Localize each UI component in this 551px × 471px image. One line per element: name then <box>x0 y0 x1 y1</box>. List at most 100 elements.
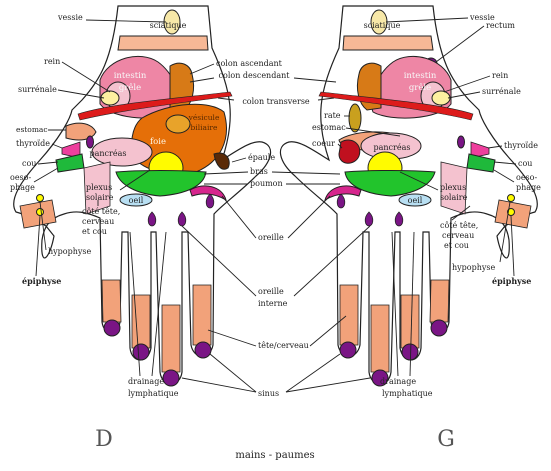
label-oeso_l2: phage <box>516 183 541 192</box>
label-oeil_r: oeil <box>129 196 144 205</box>
right-gallbladder-zone <box>165 114 191 134</box>
left-pituitary-point <box>507 194 515 202</box>
right-finger-base-point-3 <box>205 193 215 209</box>
label-intestin_r2: grêle <box>119 82 141 93</box>
label-bras: bras <box>250 167 268 176</box>
label-hypophyse_r: hypophyse <box>48 247 92 256</box>
right-transverse-colon-line <box>77 91 233 121</box>
leader-line <box>399 171 439 191</box>
leader-line <box>293 77 337 83</box>
leader-line <box>39 201 47 251</box>
right-lung-zone <box>115 170 207 197</box>
label-poumon: poumon <box>250 179 283 188</box>
leader-line <box>119 169 151 191</box>
label-pancreas_r: pancréas <box>90 149 127 158</box>
hand-label-left: G <box>437 427 455 452</box>
label-vesicule2: biliaire <box>191 123 218 132</box>
leader-line <box>57 89 105 99</box>
left-ring-finger-tip-zone <box>400 294 420 349</box>
left-spleen-zone <box>348 103 362 133</box>
label-cote_r3: et cou <box>82 227 107 236</box>
right-sinus-point-2 <box>132 343 150 361</box>
leader-line <box>33 167 59 183</box>
right-index-finger-tip-zone <box>192 284 212 346</box>
left-adrenal-zone <box>431 90 451 106</box>
right-pituitary-point <box>36 194 44 202</box>
label-intestin_l2: grêle <box>409 82 431 93</box>
left-transverse-colon-line <box>318 91 474 121</box>
leader-line <box>207 329 257 347</box>
label-drainage_r1: drainage <box>128 377 164 386</box>
right-pancreas-zone <box>91 137 153 167</box>
leader-line <box>221 195 257 239</box>
label-colon_descendant: colon descendant <box>219 71 291 80</box>
leader-line <box>451 205 471 221</box>
label-drainage_l2: lymphatique <box>382 389 433 398</box>
right-middle-finger-tip-zone <box>161 304 181 373</box>
leader-line <box>37 161 59 165</box>
label-cou_r: cou <box>22 159 36 168</box>
label-epiphyse_l: épiphyse <box>492 276 531 286</box>
leader-line <box>337 143 343 149</box>
label-epiphyse_r: épiphyse <box>22 276 61 286</box>
label-pancreas_l: pancréas <box>374 143 411 152</box>
label-colon_ascendant: colon ascendant <box>216 59 283 68</box>
leader-line <box>447 91 481 99</box>
label-rein_l: rein <box>492 71 508 80</box>
label-drainage_r2: lymphatique <box>128 389 179 398</box>
left-finger-base-point-2 <box>364 211 374 227</box>
leader-line <box>493 169 515 183</box>
label-plexus_r2: solaire <box>86 193 114 202</box>
label-sciatique_l: sciatique <box>364 21 401 30</box>
leader-line <box>385 17 469 23</box>
leader-line <box>151 231 167 377</box>
label-oeil_l: oeil <box>408 196 423 205</box>
label-oreille: oreille <box>258 233 284 242</box>
left-esophagus-point <box>457 135 465 149</box>
label-cote_l3: et cou <box>444 241 469 250</box>
label-intestin_l1: intestin <box>404 71 437 81</box>
leader-line <box>409 231 415 377</box>
leader-line <box>189 63 215 75</box>
label-hypophyse_l: hypophyse <box>452 263 496 272</box>
label-rate: rate <box>324 111 341 120</box>
left-sinus-point-1 <box>430 319 448 337</box>
leader-line <box>391 231 399 377</box>
label-sciatique_r: sciatique <box>150 21 187 30</box>
label-plexus_l1: plexus <box>440 183 466 192</box>
leader-line <box>435 25 485 63</box>
leader-line <box>317 97 335 101</box>
label-intestin_r1: intestin <box>114 71 147 81</box>
left-eye-zone <box>398 193 432 207</box>
label-oeso_r2: phage <box>10 183 35 192</box>
label-foie: foie <box>150 137 166 147</box>
leader-line <box>493 161 517 165</box>
label-estomac_r: estomac <box>16 125 48 134</box>
label-plexus_l2: solaire <box>440 193 468 202</box>
left-heart-zone <box>338 139 361 164</box>
label-surrenale_l: surrénale <box>482 87 521 96</box>
left-lung-zone <box>344 170 436 197</box>
leader-line <box>499 201 511 263</box>
left-sinus-point-3 <box>371 369 389 387</box>
label-rein_r: rein <box>44 57 60 66</box>
leader-line <box>181 377 257 393</box>
diagram-caption: mains - paumes <box>235 450 314 461</box>
label-drainage_l1: drainage <box>380 377 416 386</box>
label-vessie_l: vessie <box>469 13 495 22</box>
left-index-finger-tip-zone <box>339 284 359 346</box>
label-sinus: sinus <box>258 389 279 398</box>
leader-line <box>189 77 215 83</box>
label-oeso_l1: oeso- <box>516 173 537 182</box>
right-sinus-point-1 <box>103 319 121 337</box>
right-sinus-point-3 <box>162 369 180 387</box>
label-vesicule1: vésicule <box>188 113 220 122</box>
right-shoulder-zone <box>213 152 230 170</box>
label-tete_cerveau: tête/cerveau <box>258 341 309 350</box>
leader-line <box>181 225 257 297</box>
right-little-finger-tip-zone <box>101 279 122 323</box>
left-little-finger-tip-zone <box>429 279 450 323</box>
right-pineal-point <box>36 208 44 216</box>
right-esophagus-point <box>86 135 94 149</box>
